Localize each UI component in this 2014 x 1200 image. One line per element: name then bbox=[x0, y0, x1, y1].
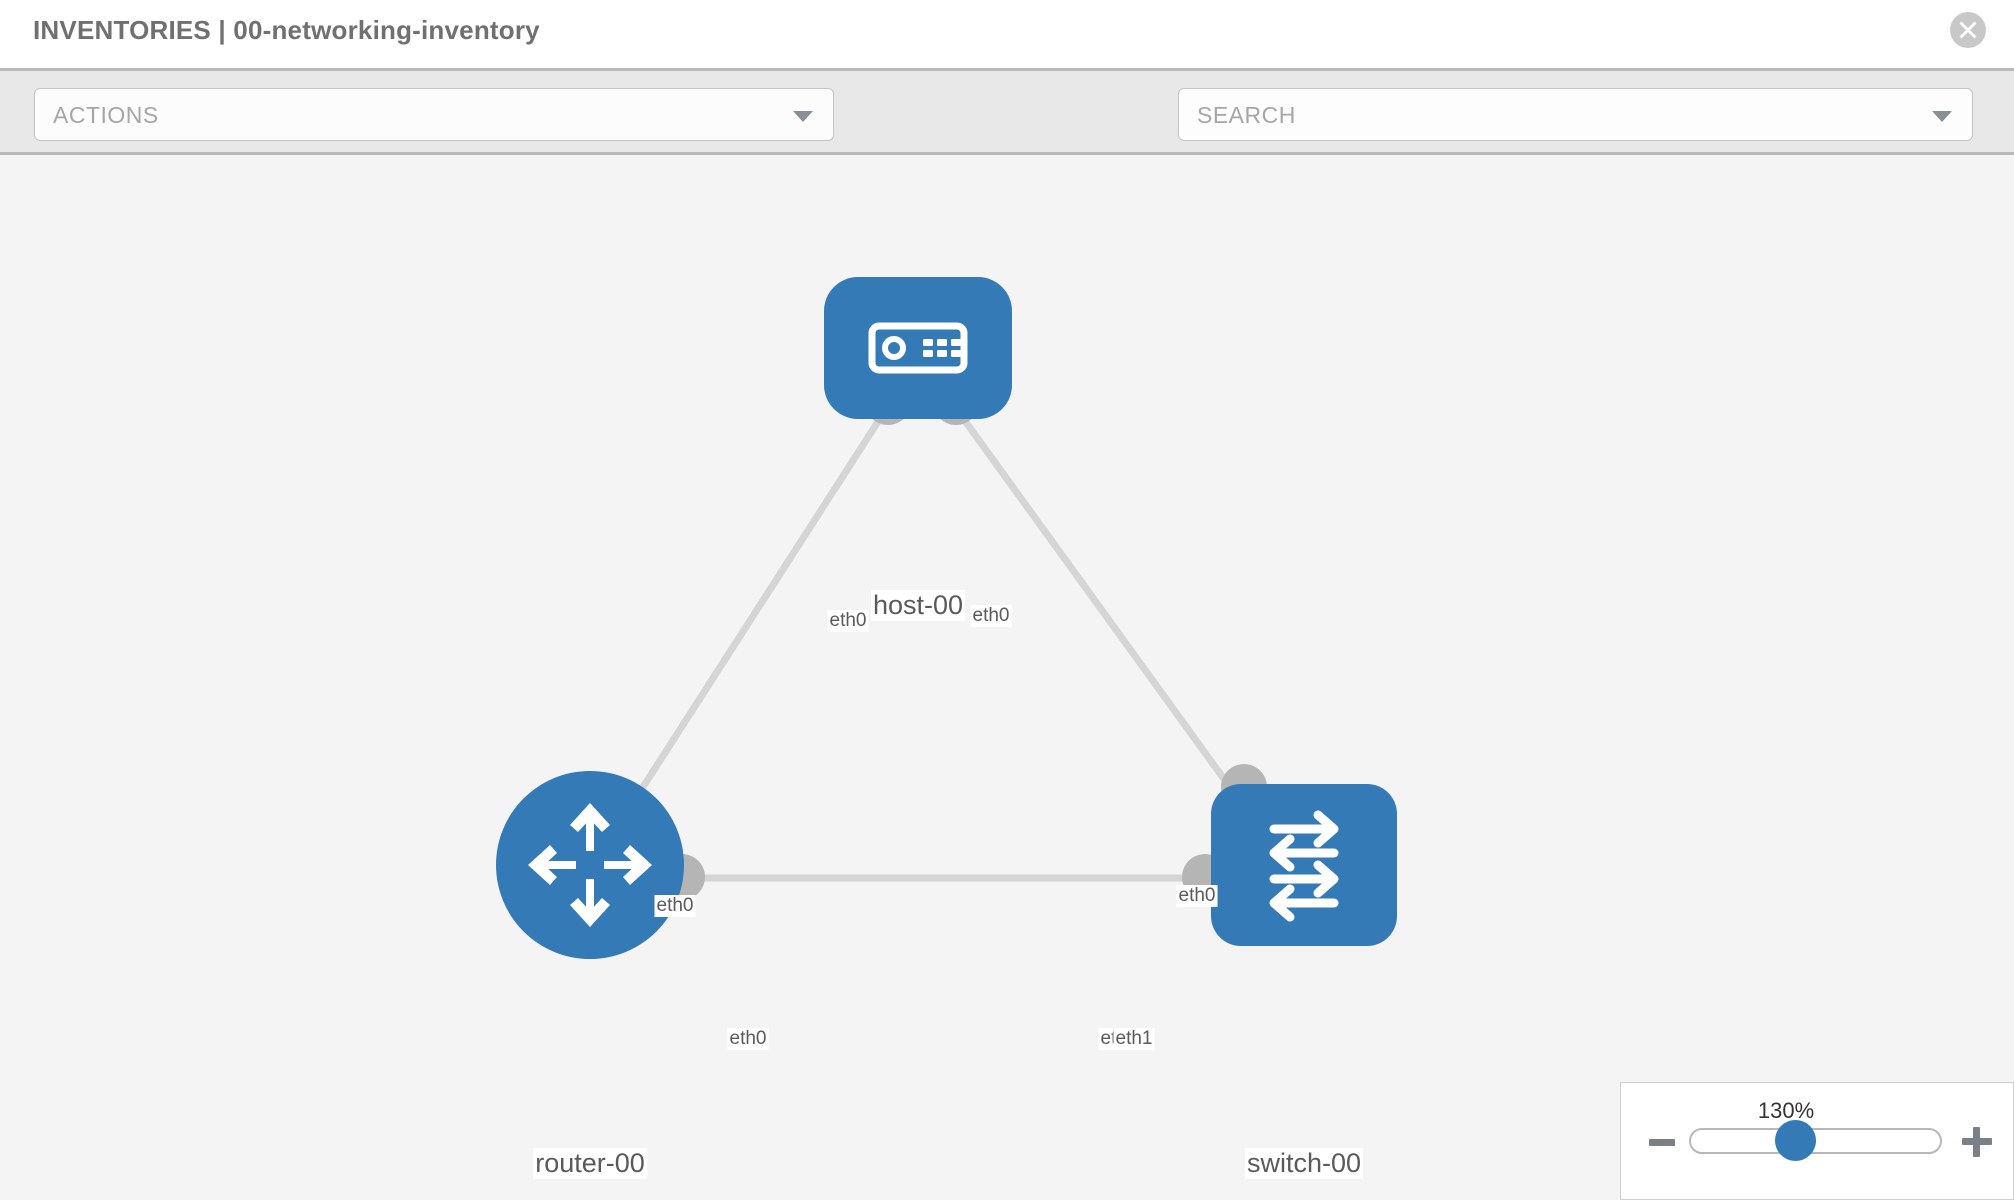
toolbar: ACTIONS SEARC bbox=[0, 68, 2014, 194]
zoom-control: 130% bbox=[1620, 1082, 2014, 1200]
topology-graph bbox=[496, 277, 1397, 959]
interface-label: eth0 bbox=[727, 1028, 769, 1050]
page-title: INVENTORIES | 00-networking-inventory bbox=[33, 15, 540, 45]
chevron-down-icon bbox=[793, 111, 813, 122]
interface-label: eth0 bbox=[827, 610, 869, 632]
search-placeholder: SEARCH bbox=[1197, 102, 1296, 128]
zoom-slider-thumb[interactable] bbox=[1775, 1120, 1816, 1161]
node-host-00[interactable] bbox=[824, 277, 1012, 419]
interface-label: eth1 bbox=[1113, 1028, 1155, 1050]
topology-canvas[interactable]: host-00 router-00 switch-00 eth0 eth0 et… bbox=[0, 155, 2014, 1200]
interface-label: eth0 bbox=[1176, 885, 1218, 907]
actions-dropdown-label: ACTIONS bbox=[53, 102, 159, 128]
interface-label: eth0 bbox=[654, 895, 696, 917]
zoom-level-label: 130% bbox=[1757, 1098, 1815, 1123]
node-label-router-00: router-00 bbox=[533, 1148, 647, 1179]
node-label-switch-00: switch-00 bbox=[1244, 1148, 1364, 1179]
interface-label: eth0 bbox=[970, 605, 1012, 627]
topology-ports bbox=[659, 379, 1267, 900]
zoom-in-button[interactable] bbox=[1962, 1127, 1992, 1157]
node-switch-00[interactable] bbox=[1211, 784, 1397, 946]
actions-dropdown[interactable]: ACTIONS bbox=[34, 88, 834, 141]
search-input[interactable]: SEARCH bbox=[1178, 88, 1973, 141]
chevron-down-icon bbox=[1932, 111, 1952, 122]
node-router-00[interactable] bbox=[496, 771, 684, 959]
link-host-router[interactable] bbox=[621, 399, 894, 819]
node-label-host-00: host-00 bbox=[870, 590, 966, 621]
close-icon[interactable] bbox=[1950, 12, 1986, 48]
page-header: INVENTORIES | 00-networking-inventory bbox=[0, 0, 2014, 68]
zoom-out-button[interactable] bbox=[1649, 1139, 1675, 1146]
link-host-switch[interactable] bbox=[948, 399, 1254, 819]
topology-links bbox=[621, 399, 1254, 882]
